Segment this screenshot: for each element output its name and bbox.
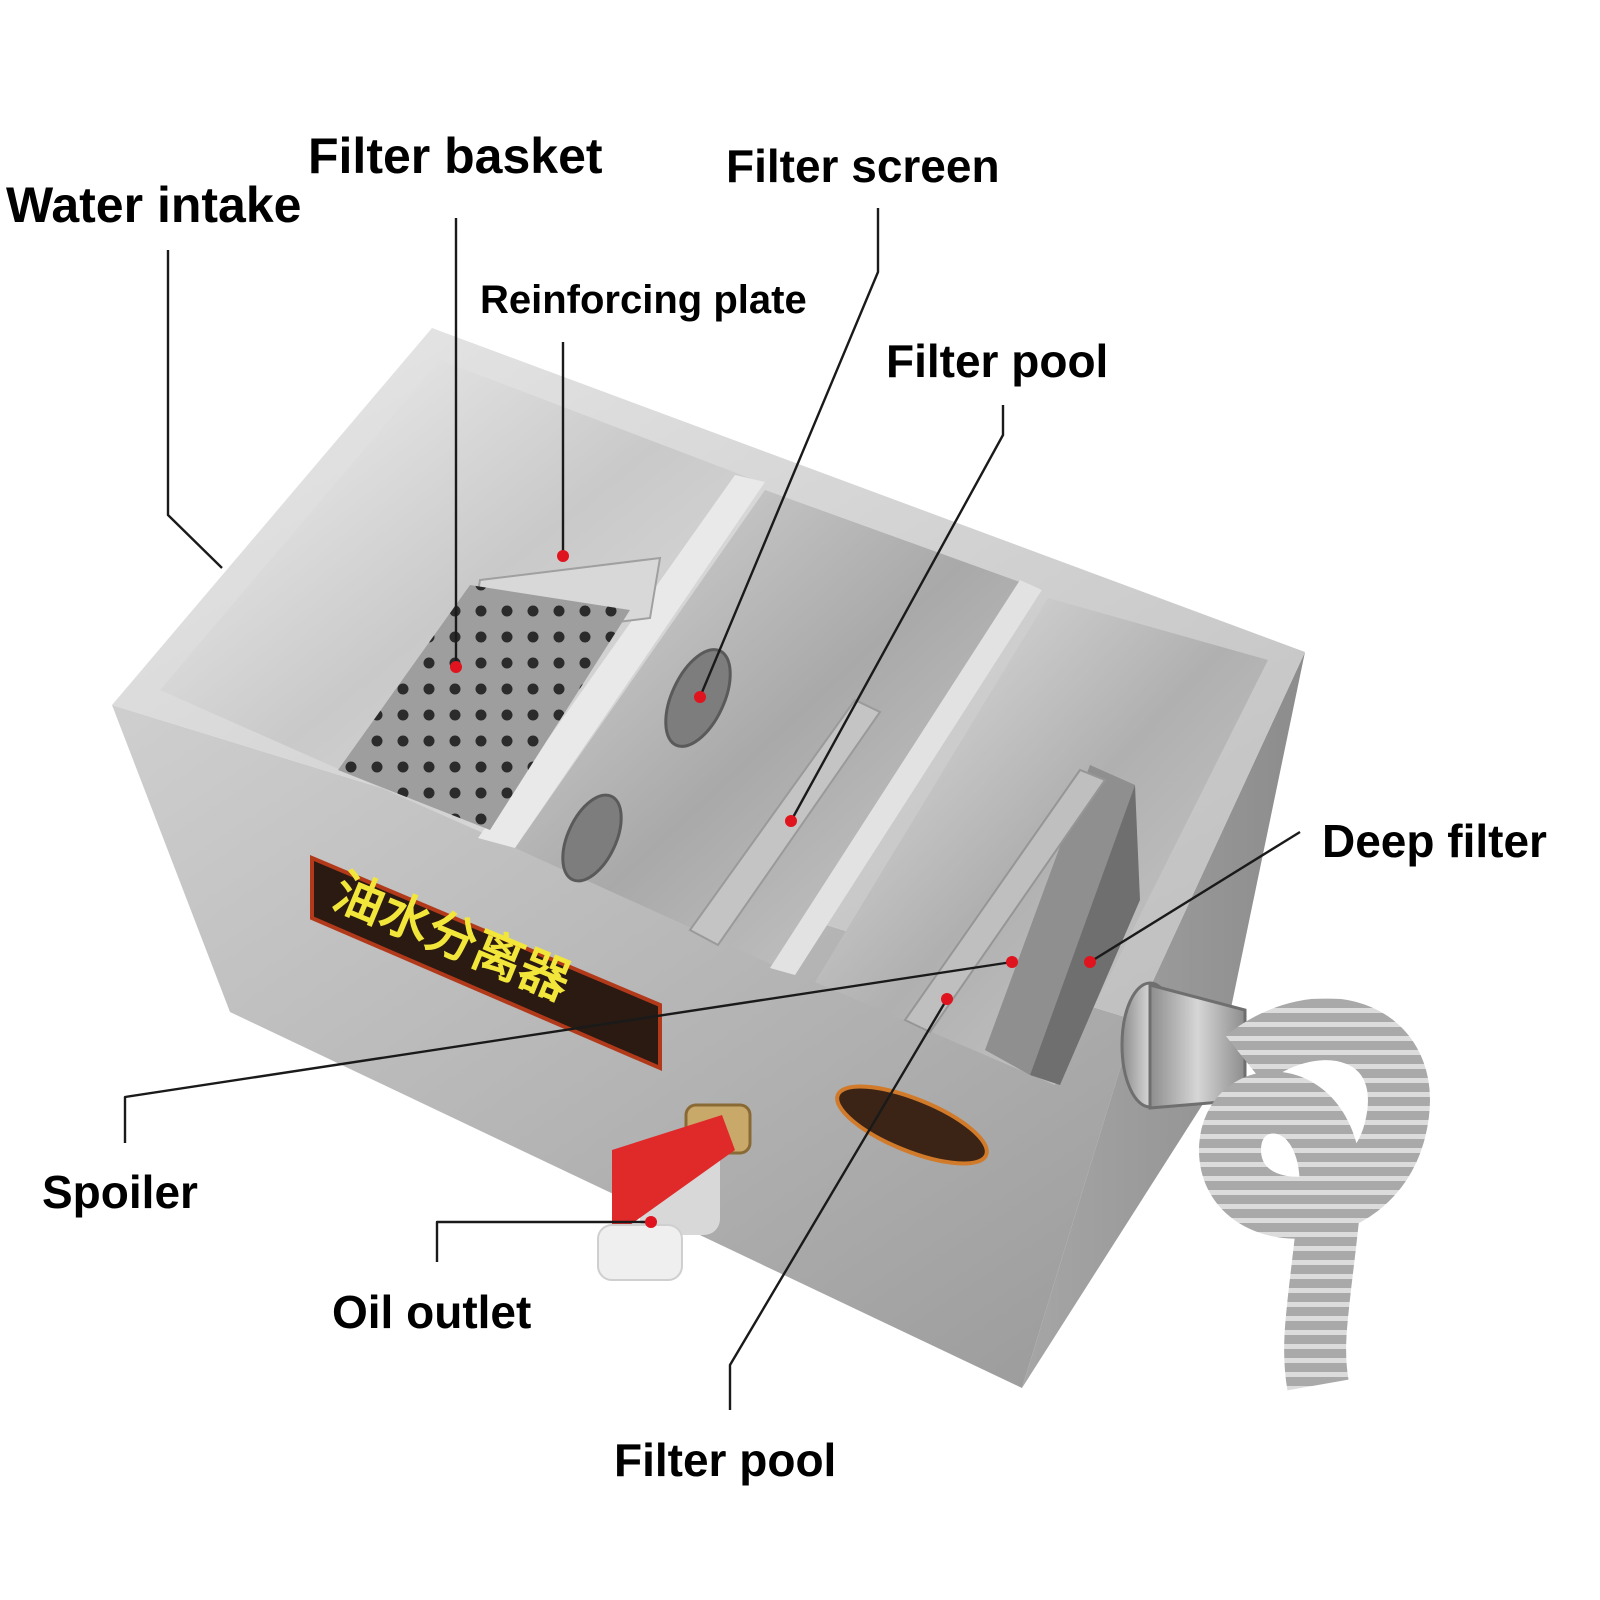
leader-filter-screen bbox=[698, 208, 880, 698]
label-water-intake: Water intake bbox=[6, 177, 301, 233]
marker-dots bbox=[450, 550, 1096, 1228]
label-spoiler: Spoiler bbox=[42, 1166, 198, 1218]
leader-filter-pool-top bbox=[789, 405, 1005, 822]
nameplate-badge bbox=[835, 1084, 989, 1166]
leader-spoiler bbox=[123, 960, 1013, 1143]
red-dot-icon bbox=[941, 993, 953, 1005]
leader-water-intake bbox=[166, 250, 223, 569]
label-filter-pool-top: Filter pool bbox=[886, 335, 1108, 387]
label-oil-outlet: Oil outlet bbox=[332, 1286, 531, 1338]
red-dot-icon bbox=[1084, 956, 1096, 968]
callout-labels: Water intake Filter basket Filter screen… bbox=[6, 128, 1547, 1486]
oil-outlet-valve bbox=[597, 1103, 752, 1281]
red-dot-icon bbox=[694, 691, 706, 703]
red-dot-icon bbox=[557, 550, 569, 562]
leader-deep-filter bbox=[1089, 830, 1301, 964]
filter-basket bbox=[338, 585, 630, 830]
corrugated-hose bbox=[1198, 998, 1430, 1391]
spoiler-plate-2 bbox=[903, 768, 1107, 1034]
label-filter-basket: Filter basket bbox=[308, 128, 603, 184]
red-dot-icon bbox=[785, 815, 797, 827]
label-filter-screen: Filter screen bbox=[726, 140, 1000, 192]
leader-lines bbox=[123, 208, 1301, 1410]
label-filter-pool-bottom: Filter pool bbox=[614, 1434, 836, 1486]
deep-filter-box bbox=[985, 765, 1135, 1075]
label-deep-filter: Deep filter bbox=[1322, 815, 1547, 867]
product-sign-plate bbox=[310, 854, 662, 1072]
valve-spout bbox=[597, 1224, 683, 1281]
deep-filter-box-face bbox=[1030, 785, 1140, 1085]
drain-pipe-assembly bbox=[1120, 981, 1430, 1391]
red-dot-icon bbox=[645, 1216, 657, 1228]
compartment-filter-pool bbox=[515, 490, 1042, 975]
label-reinforcing-plate: Reinforcing plate bbox=[480, 278, 807, 322]
spoiler-plate bbox=[688, 698, 882, 947]
divider-wall-2 bbox=[770, 580, 1042, 975]
divider-wall-1 bbox=[478, 475, 765, 848]
leader-oil-outlet bbox=[435, 1220, 651, 1262]
filter-screen-lower bbox=[561, 793, 623, 883]
red-dot-icon bbox=[450, 661, 462, 673]
leader-filter-pool-bottom bbox=[728, 998, 949, 1410]
red-dot-icon bbox=[1006, 956, 1018, 968]
valve-handle bbox=[612, 1115, 735, 1225]
